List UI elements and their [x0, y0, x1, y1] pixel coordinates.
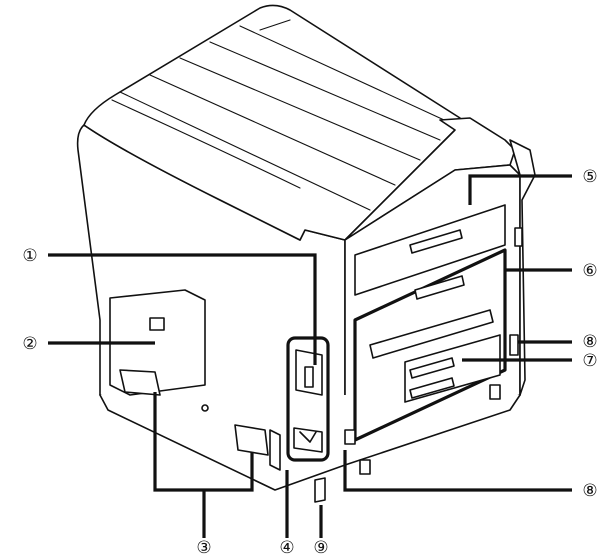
side-label-plate	[109, 289, 206, 396]
callout-1: ①	[22, 246, 37, 266]
printer-top-cover	[83, 4, 461, 241]
interface-port-right	[509, 334, 519, 356]
callout-labels: ① ② ③ ④ ⑤ ⑥ ⑦ ⑧ ⑧ ⑨	[22, 167, 597, 558]
top-ridges	[111, 19, 456, 211]
leader-1	[48, 253, 317, 365]
side-slot-lower	[269, 429, 281, 471]
right-handle-recess	[234, 424, 269, 456]
rear-exit-handle	[409, 357, 455, 379]
leader-3	[153, 392, 254, 538]
screw-hole	[201, 404, 209, 412]
leader-8b	[343, 450, 572, 492]
rear-upper-cover	[354, 204, 506, 296]
duplex-handle-upper	[414, 275, 465, 300]
callout-6: ⑥	[582, 261, 597, 281]
side-label-tab	[149, 317, 165, 331]
leader-lines	[48, 174, 572, 538]
printer-illustration	[76, 4, 536, 503]
callout-5: ⑤	[582, 167, 597, 187]
duplex-unit-frame	[353, 248, 507, 442]
rear-upper-handle	[409, 229, 463, 254]
callout-4: ④	[279, 538, 294, 558]
printer-right-edge	[509, 139, 536, 396]
callout-8-right: ⑧	[582, 332, 597, 352]
left-handle-recess	[119, 369, 161, 396]
callout-2: ②	[22, 334, 37, 354]
interface-port-lower	[344, 429, 356, 445]
right-latch	[514, 227, 523, 247]
rear-lower-handle	[409, 377, 455, 399]
callout-9: ⑨	[313, 538, 328, 558]
power-switch-rocker	[304, 366, 314, 388]
leader-5	[468, 174, 572, 205]
duplex-handle-lower	[369, 309, 494, 359]
callout-8-bottom: ⑧	[582, 481, 597, 501]
usb-connector	[314, 477, 326, 503]
power-socket	[293, 427, 323, 453]
rear-foot-left	[359, 459, 371, 475]
callout-7: ⑦	[582, 351, 597, 371]
rear-foot-right	[489, 384, 501, 400]
callout-3: ③	[196, 538, 211, 558]
